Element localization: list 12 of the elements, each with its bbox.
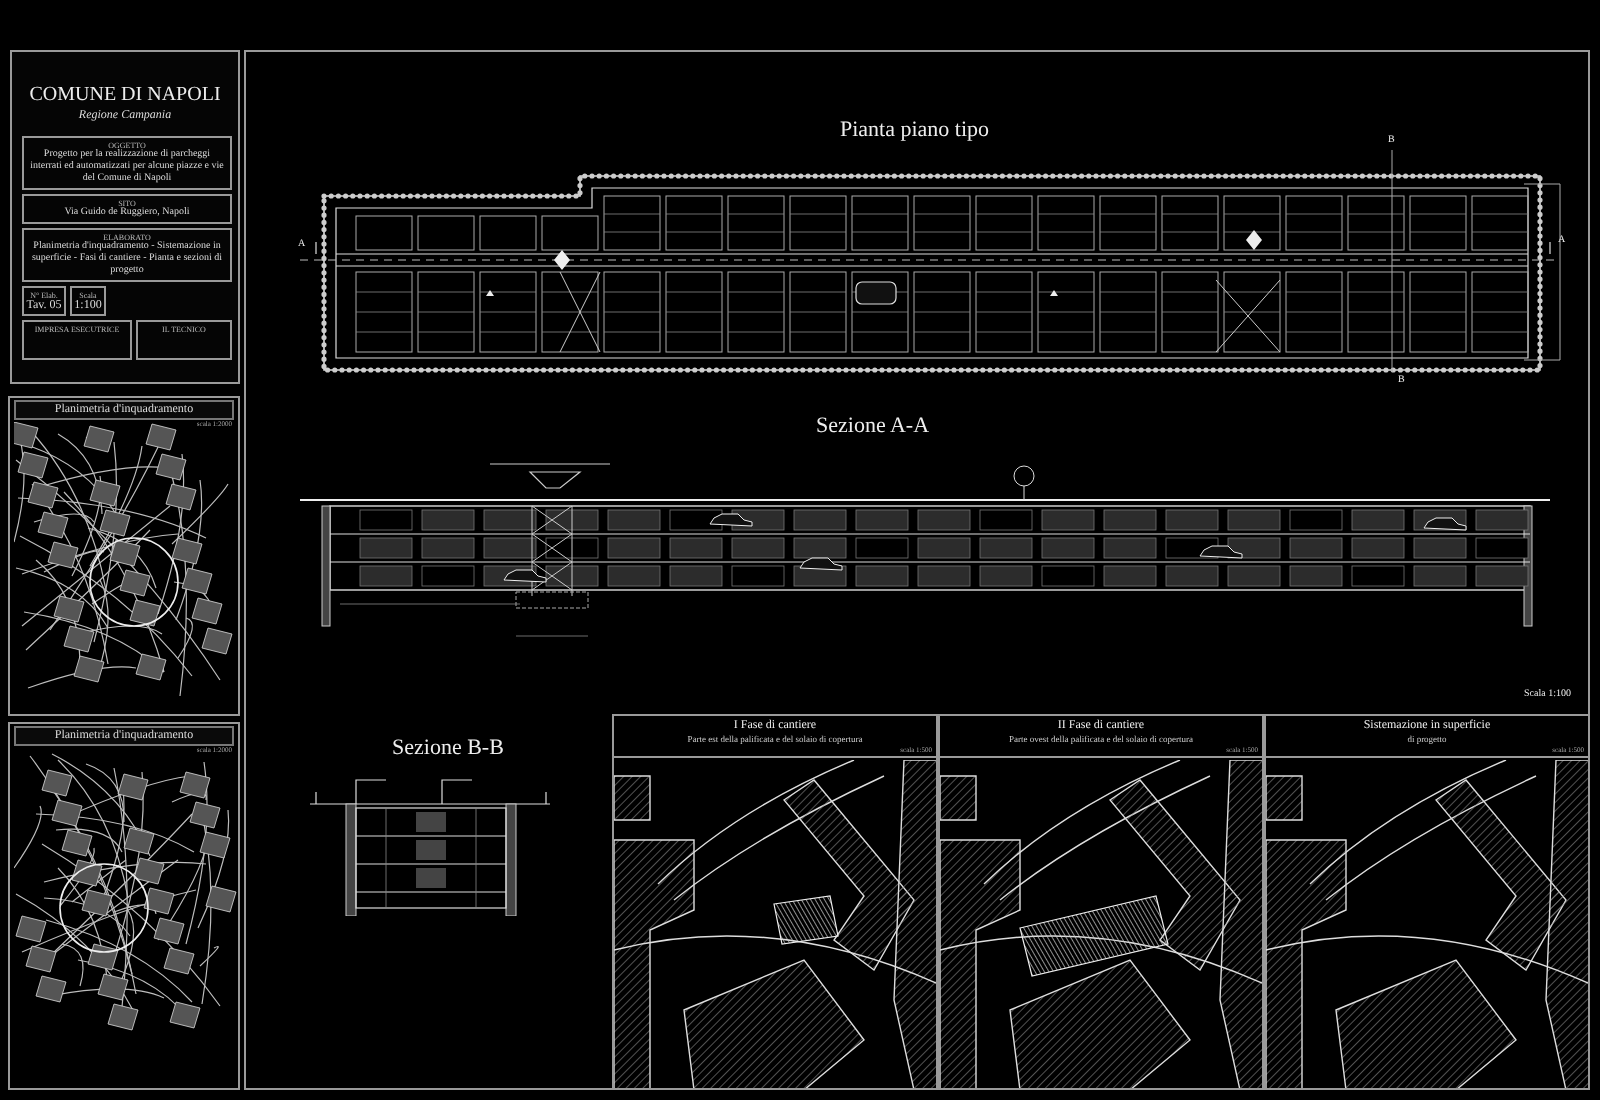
title-block-field bbox=[22, 320, 132, 360]
drawing-title: Pianta piano tipo bbox=[840, 120, 990, 142]
title-block-cell bbox=[22, 286, 66, 316]
title-block-field bbox=[22, 136, 232, 190]
title-block-cell bbox=[70, 286, 106, 316]
title-block-field bbox=[22, 194, 232, 224]
title-block-field bbox=[136, 320, 232, 360]
drawing-title: Sezione A-A bbox=[816, 416, 930, 438]
title-block bbox=[10, 50, 240, 384]
title-block-field bbox=[22, 228, 232, 282]
drawing-title: Sezione B-B bbox=[392, 738, 504, 760]
municipality-name: COMUNE DI NAPOLI bbox=[27, 84, 223, 108]
